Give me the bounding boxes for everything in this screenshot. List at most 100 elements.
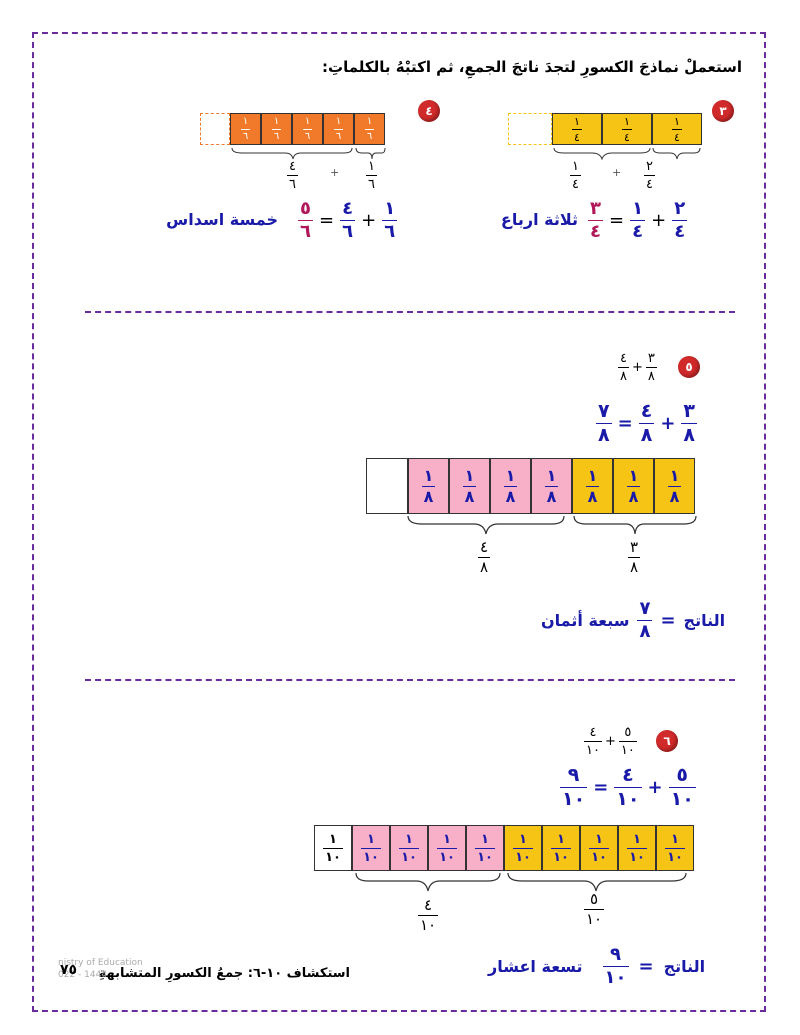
plus-sign: + [651, 210, 667, 231]
plus-sign: + [604, 734, 616, 749]
equals-sign: = [660, 610, 676, 631]
watermark-line2: 022 - 1444 [58, 970, 108, 980]
problem-4-brace-plus: + [330, 166, 340, 179]
problem-3-badge: ٣ [712, 100, 734, 122]
equals-sign: = [638, 956, 654, 977]
plus-sign: + [361, 210, 377, 231]
equals-sign: = [319, 210, 335, 231]
footer-lesson-title: استكشاف ١٠-٦: جمعُ الكسورِ المتشابهةِ [98, 966, 350, 981]
plus-sign: + [660, 413, 676, 434]
problem-6-badge: ٦ [656, 730, 678, 752]
equals-sign: = [617, 413, 633, 434]
problem-3-braces [553, 147, 701, 160]
problem-4-words: خمسة اسداس [166, 210, 278, 229]
problem-5-words: سبعة أثمان [541, 611, 630, 630]
problem-5-badge: ٥ [678, 356, 700, 378]
page-number: ٧٥ [60, 962, 78, 978]
problem-4-badge: ٤ [418, 100, 440, 122]
equals-sign: = [609, 210, 625, 231]
problem-4-number: ٤ [425, 104, 433, 118]
problem-6-braces [355, 872, 687, 892]
result-label: الناتج [683, 611, 726, 630]
problem-6-number: ٦ [663, 734, 671, 748]
section-divider [85, 311, 735, 313]
section-divider [85, 679, 735, 681]
equals-sign: = [593, 777, 609, 798]
problem-3-words: ثلاثة ارباع [500, 210, 578, 229]
problem-5-number: ٥ [685, 360, 693, 374]
problem-4-braces [231, 147, 386, 160]
bar-empty-cell [200, 113, 230, 145]
watermark-line1: nistry of Education [58, 958, 143, 968]
plus-sign: + [631, 360, 643, 375]
page-border [32, 32, 766, 1012]
instruction-text: استعملْ نماذجَ الكسورِ لتجدَ ناتجَ الجمع… [322, 58, 742, 76]
bar-empty-cell [366, 458, 408, 514]
problem-3-number: ٣ [719, 104, 727, 118]
plus-sign: + [647, 777, 663, 798]
problem-6-words: تسعة اعشار [488, 957, 583, 976]
